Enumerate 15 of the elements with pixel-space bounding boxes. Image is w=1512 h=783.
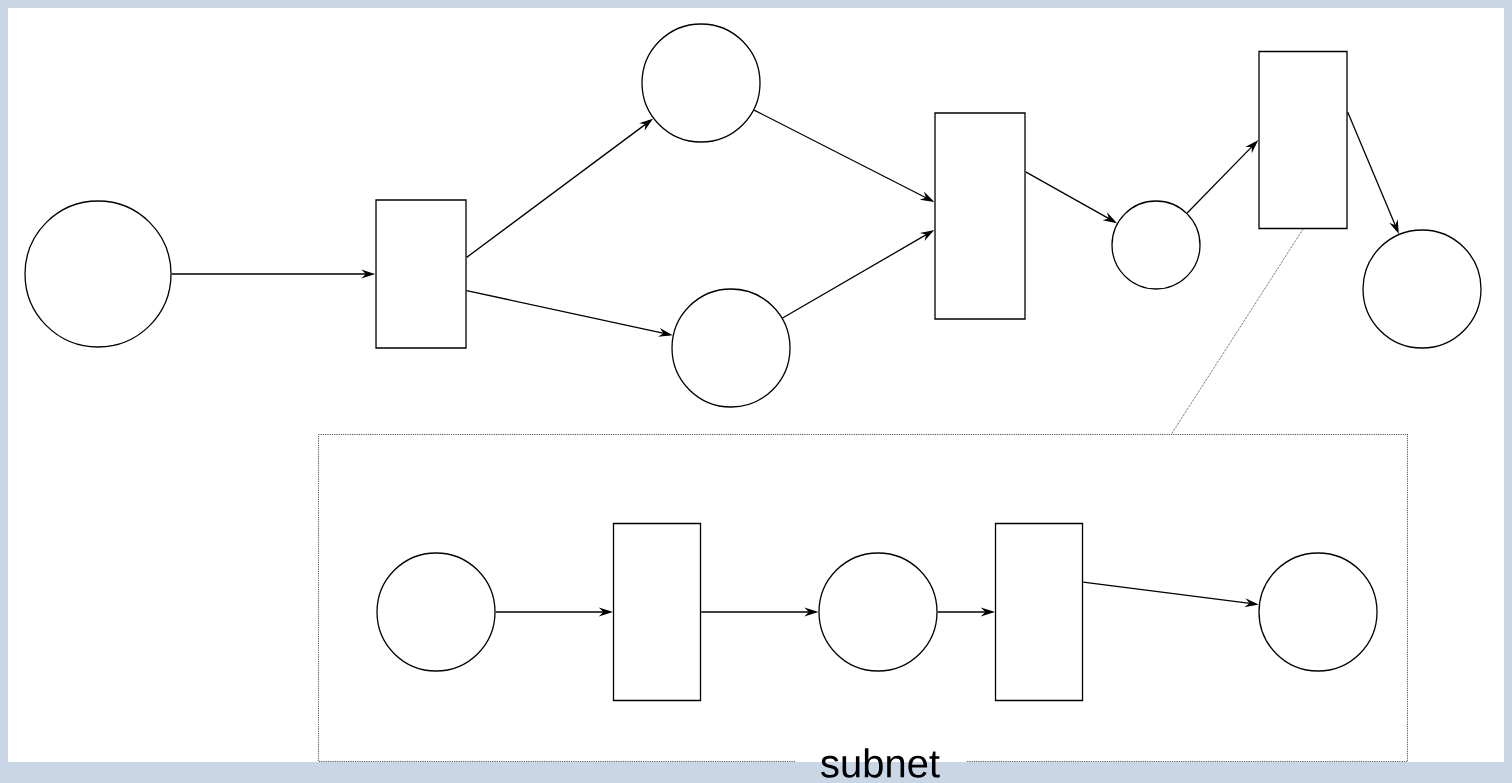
transition-box [375, 199, 467, 349]
subnet-frame: subnet [318, 434, 1408, 778]
place-circle [24, 200, 172, 348]
transition-box [612, 522, 702, 702]
place-circle [641, 23, 761, 143]
place-circle [671, 288, 791, 408]
leader-line [1171, 228, 1304, 435]
transition-box [994, 522, 1084, 702]
transition-box [934, 112, 1026, 320]
place-circle [818, 552, 938, 672]
place-circle [1362, 229, 1482, 349]
transition-box [1258, 50, 1348, 230]
place-circle [1111, 200, 1201, 290]
place-circle [1258, 552, 1378, 672]
place-circle [376, 552, 496, 672]
